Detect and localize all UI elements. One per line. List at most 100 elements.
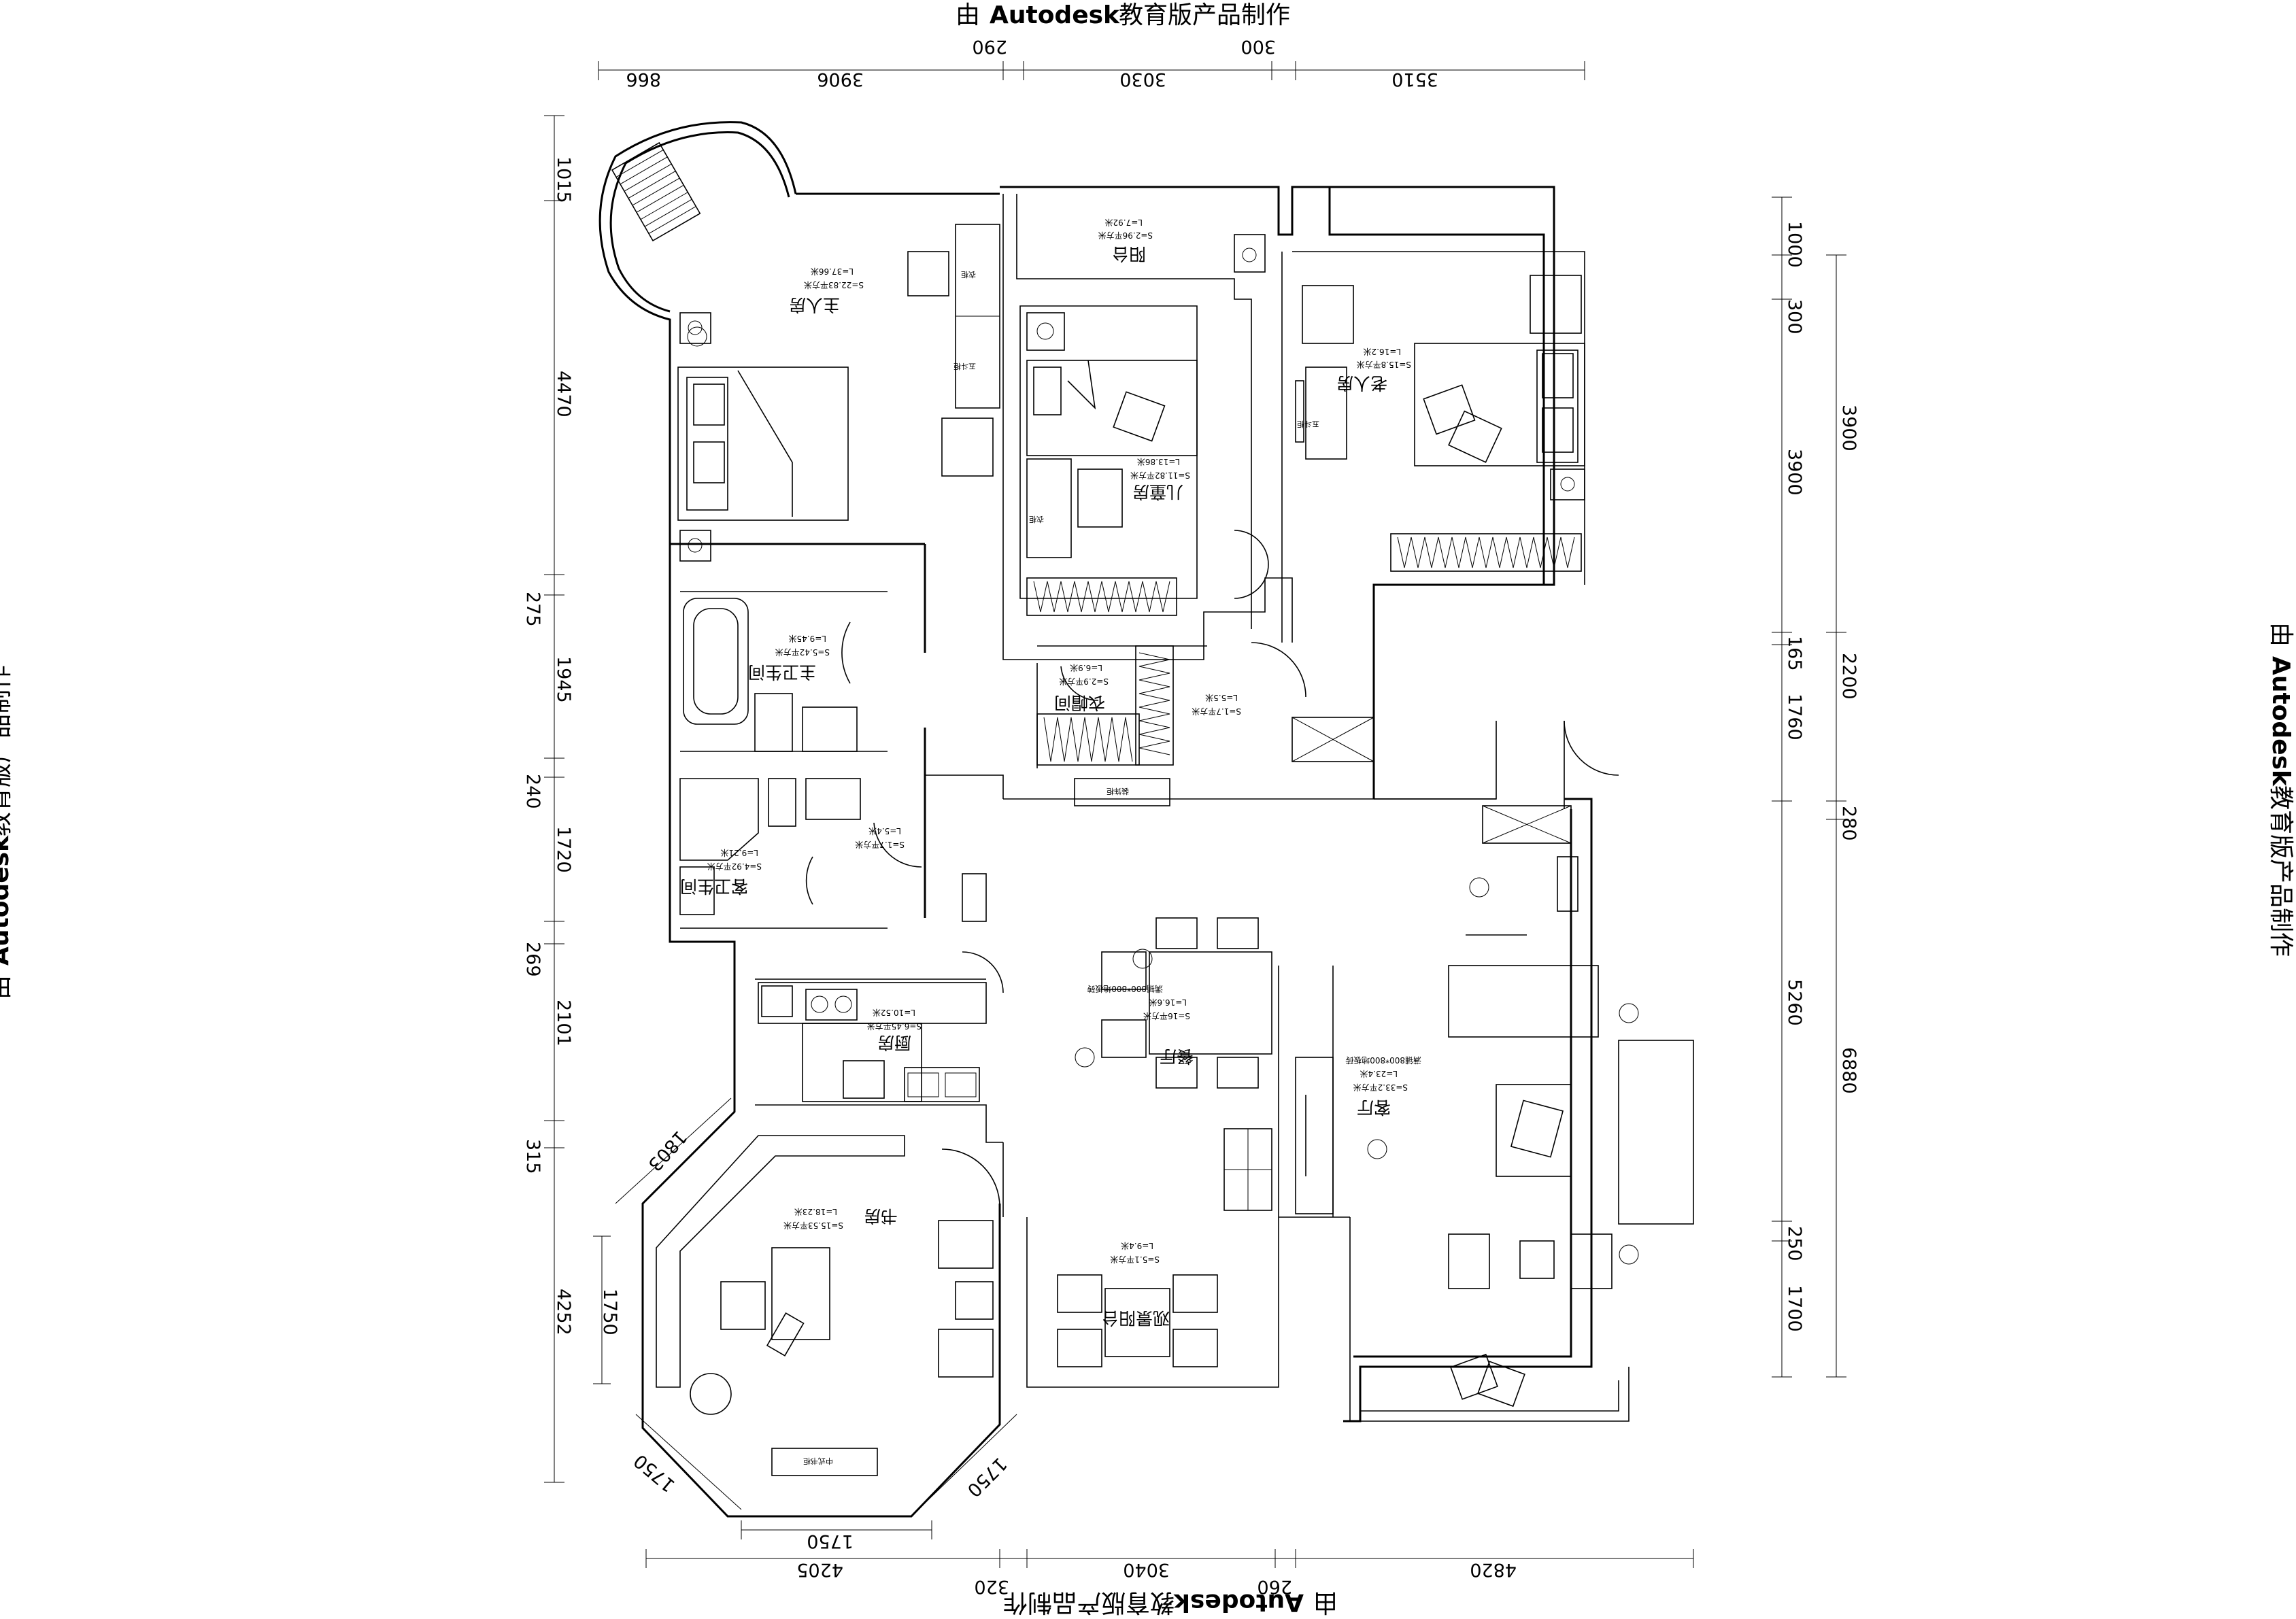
watermark-left-brand: Autodesk xyxy=(0,835,14,966)
elder-bed xyxy=(1414,343,1585,466)
armchair-icon xyxy=(941,417,994,477)
dim-left-7: 269 xyxy=(522,942,543,977)
bathtub-icon xyxy=(683,598,749,725)
guest-bath-perimeter: L=9.21米 xyxy=(721,848,758,857)
armchair-icon xyxy=(1570,1233,1613,1289)
dim-right-outer-1: 3900 xyxy=(1838,405,1859,451)
study-name: 书房 xyxy=(864,1206,898,1226)
dimension-top: 866 3906 290 3030 300 3510 xyxy=(598,36,1585,90)
door-swing xyxy=(1251,642,1306,698)
dim-right-outer-3: 280 xyxy=(1838,806,1859,841)
nightstand-icon xyxy=(679,530,711,562)
watermark-left: 由 Autodesk 教育版产品制作 xyxy=(0,665,14,1000)
dimension-bottom: 4205 320 3040 260 4820 1750 xyxy=(645,1520,1694,1597)
office-chair-icon xyxy=(720,1281,766,1330)
basin-icon xyxy=(802,706,858,752)
balcony-top-perimeter: L=7.92米 xyxy=(1105,218,1143,227)
sink-icon xyxy=(1234,234,1266,273)
children-room-name: 儿童房 xyxy=(1132,482,1183,502)
master-bedroom-perimeter: L=37.66米 xyxy=(811,267,854,276)
armchair-icon xyxy=(938,1329,994,1378)
dining-table xyxy=(1149,951,1272,1055)
dining-chair xyxy=(1101,1019,1147,1058)
study-bookshelf xyxy=(656,1135,905,1388)
dim-right-inner-7: 250 xyxy=(1784,1226,1805,1261)
dim-top-6: 3510 xyxy=(1391,69,1438,90)
watermark-top: 由 Autodesk 教育版产品制作 xyxy=(956,1,1290,29)
double-sink-icon xyxy=(904,1067,980,1102)
armchair-icon xyxy=(1057,1329,1102,1367)
dining-chair xyxy=(1155,917,1198,949)
keyboard-icon xyxy=(766,1312,805,1357)
dining-room: 餐厅 S=16平方米 L=16.6米 满铺800*800地板砖 xyxy=(1087,917,1272,1211)
dining-perimeter: L=16.6米 xyxy=(1149,998,1187,1007)
dim-left-2: 4470 xyxy=(553,371,574,417)
dim-right-inner-6: 5260 xyxy=(1784,979,1805,1026)
door-swing xyxy=(841,621,851,684)
balcony-top: 阳台 S=2.96平方米 L=7.92米 xyxy=(1098,218,1266,273)
wardrobe-master: 衣柜 五斗柜 xyxy=(953,224,1000,409)
pillow-icon xyxy=(1450,1353,1498,1400)
dresser-label: 五斗柜 xyxy=(953,362,976,371)
chinese-bookcase xyxy=(771,1448,878,1476)
lounger-chair xyxy=(611,141,701,242)
dimension-right: 1000 300 3900 165 1760 5260 250 1700 390… xyxy=(1772,197,1859,1378)
view-balcony: 观景阳台 S=5.1平方米 L=9.4米 xyxy=(1057,1241,1218,1367)
ceiling-light-icon xyxy=(1619,1003,1639,1023)
sofa-three-seat xyxy=(1618,1040,1694,1225)
watermark-bottom-brand: Autodesk xyxy=(1173,1588,1304,1616)
shoe-cabinet xyxy=(962,873,987,922)
study-desk xyxy=(771,1247,830,1340)
hall-corridor-area: S=1.7平方米 xyxy=(1192,706,1241,717)
dim-left-11: 1750 xyxy=(599,1289,620,1335)
hall-corridor-perimeter: L=5.5米 xyxy=(1205,693,1238,702)
kitchen-island xyxy=(802,1023,922,1102)
plant-icon xyxy=(690,1373,732,1415)
watermark-top-prefix: 由 xyxy=(956,1,980,29)
living-sofa xyxy=(1448,965,1599,1038)
cloakroom: 衣帽间 S=2.9平方米 L=6.9米 装饰柜 xyxy=(1036,645,1174,806)
watermark-right-brand: Autodesk xyxy=(2267,656,2295,787)
toilet-icon xyxy=(768,778,796,827)
kitchen: 厨房 S=6.45平方米 L=10.52米 xyxy=(758,951,1004,1102)
master-bedroom-area: S=22.83平方米 xyxy=(804,280,864,290)
view-balcony-name: 观景阳台 xyxy=(1102,1308,1170,1328)
dim-top-3: 290 xyxy=(972,36,1007,57)
guest-corridor-area: S=1.7平方米 xyxy=(855,840,905,850)
nightstand-icon xyxy=(679,312,711,344)
pillow-icon xyxy=(1113,391,1166,442)
coffee-table xyxy=(1496,1084,1572,1177)
aquarium-icon xyxy=(1557,856,1578,912)
watermark-right-suffix: 教育版产品制作 xyxy=(2267,785,2295,957)
child-closet xyxy=(1026,577,1177,616)
dim-right-inner-1: 1000 xyxy=(1784,221,1805,268)
living-room: 客厅 S=33.2平方米 L=23.4米 满铺800*800地板砖 xyxy=(1295,805,1694,1422)
master-bedroom-name: 主人房 xyxy=(789,295,840,315)
ceiling-light-icon xyxy=(1132,949,1153,969)
dim-top-5: 300 xyxy=(1240,36,1276,57)
dim-angled-3: 1750 xyxy=(963,1453,1011,1501)
armchair-icon xyxy=(1530,275,1582,334)
dim-left-10: 4252 xyxy=(553,1289,574,1335)
child-wardrobe-label: 衣柜 xyxy=(1029,515,1044,524)
elder-room-perimeter: L=16.2米 xyxy=(1364,347,1401,356)
walls xyxy=(598,121,1593,1518)
dim-bottom-4: 260 xyxy=(1257,1576,1292,1597)
dim-right-inner-4: 165 xyxy=(1784,636,1805,671)
watermark-bottom-prefix: 由 xyxy=(1313,1588,1338,1616)
dim-right-inner-3: 3900 xyxy=(1784,449,1805,496)
children-room: 衣柜 儿童房 S=11.82平方米 L=13.86米 xyxy=(1026,312,1198,616)
living-area: S=33.2平方米 xyxy=(1353,1083,1408,1093)
watermark-left-suffix: 教育版产品制作 xyxy=(0,665,14,836)
dining-chair xyxy=(1155,1057,1198,1089)
balcony-top-area: S=2.96平方米 xyxy=(1098,231,1153,241)
study-area: S=15.53平方米 xyxy=(783,1221,843,1231)
armchair-icon xyxy=(1448,1233,1490,1289)
watermark-bottom-suffix: 教育版产品制作 xyxy=(1003,1588,1175,1616)
living-note: 满铺800*800地板砖 xyxy=(1345,1055,1421,1066)
armchair-icon xyxy=(1077,468,1123,528)
entrance-cabinet xyxy=(1292,717,1374,762)
dim-left-5: 240 xyxy=(522,774,543,809)
rug-icon xyxy=(1510,1100,1564,1158)
kitchen-area: S=6.45平方米 xyxy=(867,1021,922,1032)
